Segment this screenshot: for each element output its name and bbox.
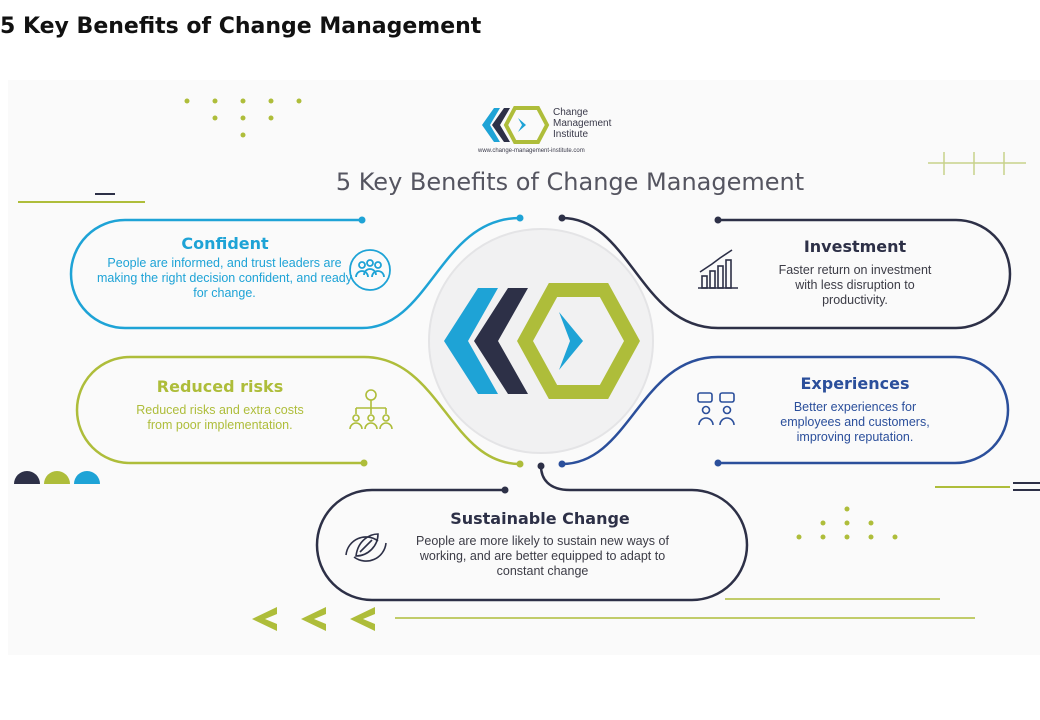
decorative-chevron-arrows [252,607,375,631]
logo-line: Management [553,118,612,129]
hierarchy-icon [349,389,393,430]
experiences-title: Experiences [800,374,910,393]
investment-card-outline [718,218,1012,330]
reduced-risks-title: Reduced risks [156,377,284,396]
recycle-leaf-icon [345,533,387,562]
confident-title: Confident [181,234,269,253]
sustainable-change-title: Sustainable Change [450,509,630,528]
sustainable-change-card-outline [315,488,749,602]
page-title: 5 Key Benefits of Change Management [0,14,482,39]
experiences-description: Better experiences for employees and cus… [780,400,930,444]
sustainable-change-description: People are more likely to sustain new wa… [416,534,669,578]
confident-description: People are informed, and trust leaders a… [96,256,353,300]
confident-card-outline [69,218,362,330]
logo-url: www.change-management-institute.com [478,148,585,154]
people-group-icon [349,249,391,291]
decorative-dots-top-left [184,98,302,138]
decorative-lines [18,193,1040,619]
decorative-dots-bottom-right [796,506,898,540]
reduced-risks-description: Reduced risks and extra costs from poor … [136,403,304,432]
diagram-title: 5 Key Benefits of Change Management [335,168,805,196]
growth-chart-icon [698,249,738,289]
decorative-plus-marks [928,152,1026,175]
investment-description: Faster return on investment with less di… [778,263,932,307]
chat-people-icon [697,392,735,426]
experiences-card-outline [718,355,1010,465]
center-logo-mark [444,283,640,399]
logo-line: Institute [553,129,589,140]
investment-title: Investment [803,237,907,256]
reduced-risks-card-outline [75,355,364,465]
logo-mark-small [482,106,550,144]
logo-line: Change [553,107,589,118]
decorative-half-circles [14,471,100,484]
logo-name: Change Management Institute [553,107,643,140]
